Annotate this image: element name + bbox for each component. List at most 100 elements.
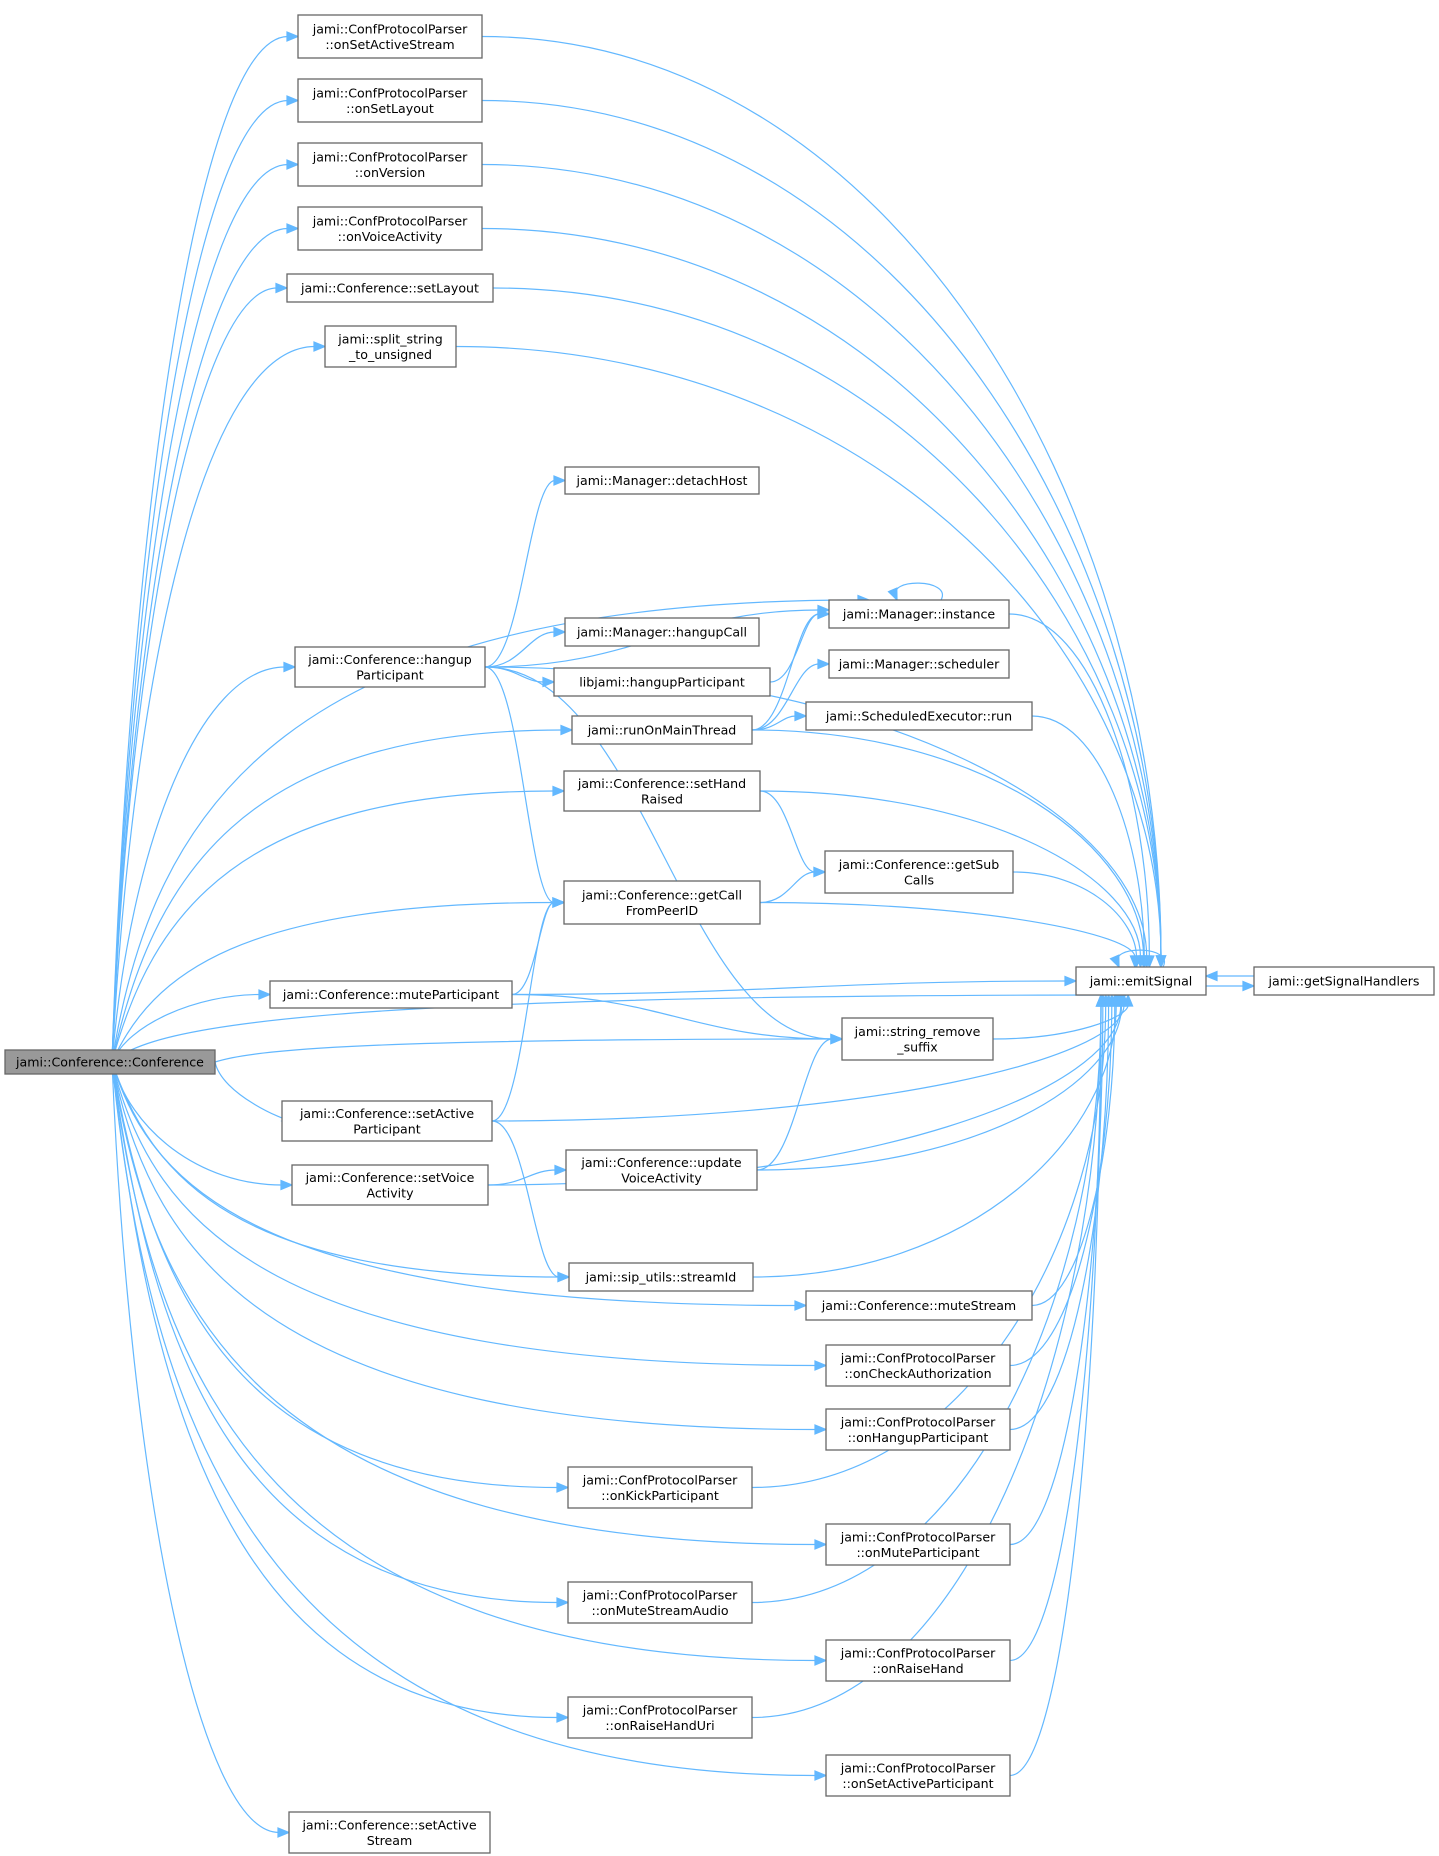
node-onRaiseHandUri[interactable]: jami::ConfProtocolParser::onRaiseHandUri: [567, 1696, 753, 1739]
node-onHangupPart[interactable]: jami::ConfProtocolParser::onHangupPartic…: [825, 1408, 1011, 1451]
node-box: [567, 1696, 753, 1739]
node-label: jami::ConfProtocolParser: [582, 1472, 738, 1487]
edge-root-to-setActiveStream: [111, 1061, 291, 1838]
node-muteStream[interactable]: jami::Conference::muteStream: [805, 1290, 1033, 1321]
edge-root-to-onSetActiveStream: [111, 31, 300, 1063]
node-label: jami::Conference::setActive: [301, 1817, 476, 1832]
edge-hangupPart-to-libHangup: [484, 666, 556, 688]
node-runMain[interactable]: jami::runOnMainThread: [571, 715, 753, 745]
edge-layer: [111, 31, 1256, 1838]
node-label: Stream: [367, 1833, 413, 1848]
node-label: VoiceActivity: [621, 1170, 702, 1185]
node-box: [294, 646, 486, 688]
edge-root-to-onRaiseHand: [111, 1061, 828, 1666]
edge-instance-to-instance: [887, 582, 944, 602]
edge-onSetLayout-to-emit: [481, 99, 1167, 969]
node-mutePart[interactable]: jami::Conference::muteParticipant: [269, 980, 513, 1009]
node-label: jami::ConfProtocolParser: [582, 1702, 738, 1717]
node-label: jami::Conference::muteStream: [821, 1298, 1016, 1313]
node-box: [1253, 966, 1435, 996]
node-splitString[interactable]: jami::split_string_to_unsigned: [324, 325, 457, 368]
node-label: Participant: [353, 1121, 420, 1136]
edge-root-to-onRaiseHandUri: [111, 1061, 570, 1723]
node-onRaiseHand[interactable]: jami::ConfProtocolParser::onRaiseHand: [825, 1639, 1011, 1682]
node-label: ::onRaiseHandUri: [605, 1718, 714, 1733]
edge-mutePart-to-emit: [511, 975, 1078, 996]
node-box: [841, 1017, 994, 1061]
node-box: [288, 1811, 491, 1854]
edge-root-to-setVoice: [111, 1061, 294, 1191]
edge-getCallPeer-to-emit: [759, 901, 1141, 969]
node-label: libjami::hangupParticipant: [579, 675, 745, 690]
node-detachHost[interactable]: jami::Manager::detachHost: [564, 466, 760, 495]
edge-root-to-setActivePart: [214, 1061, 294, 1127]
edge-setActivePart-to-getCallPeer: [491, 897, 566, 1122]
node-box: [825, 1344, 1011, 1387]
node-label: jami::ConfProtocolParser: [840, 1414, 996, 1429]
edge-root-to-onVersion: [111, 159, 300, 1063]
node-box: [805, 1290, 1033, 1321]
edge-setVoice-to-updateVoice: [487, 1164, 568, 1186]
edge-hangupPart-to-detachHost: [484, 475, 567, 668]
node-label: Participant: [356, 667, 423, 682]
edge-root-to-onSetLayout: [111, 95, 300, 1063]
node-label: Calls: [904, 872, 934, 887]
node-root[interactable]: jami::Conference::Conference: [4, 1049, 216, 1075]
node-setLayout[interactable]: jami::Conference::setLayout: [286, 273, 494, 303]
node-box: [571, 715, 753, 745]
edge-root-to-onSetActivePart: [111, 1061, 828, 1781]
node-label: jami::Conference::getCall: [581, 887, 742, 902]
edge-onVoiceActivity-to-emit: [481, 227, 1167, 969]
node-strRemove[interactable]: jami::string_remove_suffix: [841, 1017, 994, 1061]
node-onSetActivePart[interactable]: jami::ConfProtocolParser::onSetActivePar…: [825, 1754, 1011, 1797]
node-onMuteStreamAudio[interactable]: jami::ConfProtocolParser::onMuteStreamAu…: [567, 1581, 753, 1624]
node-label: ::onCheckAuthorization: [844, 1366, 991, 1381]
node-onCheckAuth[interactable]: jami::ConfProtocolParser::onCheckAuthori…: [825, 1344, 1011, 1387]
node-label: ::onSetLayout: [346, 101, 434, 116]
node-scheduler[interactable]: jami::Manager::scheduler: [828, 649, 1010, 679]
edge-runMain-to-instance: [751, 608, 831, 731]
node-label: jami::Conference::hangup: [307, 652, 472, 667]
node-box: [563, 770, 761, 812]
node-hangupCall[interactable]: jami::Manager::hangupCall: [564, 617, 760, 647]
node-schedRun[interactable]: jami::ScheduledExecutor::run: [805, 701, 1033, 731]
edge-emit-to-emit: [1109, 949, 1166, 969]
node-box: [825, 1408, 1011, 1451]
node-box: [324, 325, 457, 368]
node-label: jami::Conference::getSub: [838, 857, 1000, 872]
node-label: ::onMuteParticipant: [856, 1545, 979, 1560]
node-label: jami::ConfProtocolParser: [312, 213, 468, 228]
node-hangupPart[interactable]: jami::Conference::hangupParticipant: [294, 646, 486, 688]
edge-onSetActiveStream-to-emit: [481, 35, 1167, 969]
node-label: jami::Manager::hangupCall: [576, 625, 747, 640]
edge-onVersion-to-emit: [481, 163, 1167, 969]
node-emit[interactable]: jami::emitSignal: [1075, 966, 1207, 996]
node-onMutePart[interactable]: jami::ConfProtocolParser::onMuteParticip…: [825, 1523, 1011, 1566]
edge-onRaiseHand-to-emit: [1009, 993, 1107, 1662]
node-libHangup[interactable]: libjami::hangupParticipant: [553, 667, 771, 697]
edge-getHandlers-to-emit: [1204, 970, 1254, 982]
node-label: ::onKickParticipant: [601, 1488, 719, 1503]
node-box: [824, 850, 1014, 894]
node-onVoiceActivity[interactable]: jami::ConfProtocolParser::onVoiceActivit…: [297, 206, 483, 251]
node-onVersion[interactable]: jami::ConfProtocolParser::onVersion: [297, 142, 483, 187]
node-onKickPart[interactable]: jami::ConfProtocolParser::onKickParticip…: [567, 1466, 753, 1509]
node-instance[interactable]: jami::Manager::instance: [828, 599, 1010, 629]
node-streamId[interactable]: jami::sip_utils::streamId: [568, 1262, 754, 1292]
edge-runMain-to-emit: [751, 729, 1149, 969]
node-getHandlers[interactable]: jami::getSignalHandlers: [1253, 966, 1435, 996]
edge-splitString-to-emit: [455, 345, 1167, 969]
node-label: jami::string_remove: [854, 1024, 981, 1039]
node-onSetActiveStream[interactable]: jami::ConfProtocolParser::onSetActiveStr…: [297, 14, 483, 59]
edge-libHangup-to-instance: [769, 608, 831, 683]
edge-root-to-onKickPart: [111, 1061, 570, 1493]
node-onSetLayout[interactable]: jami::ConfProtocolParser::onSetLayout: [297, 78, 483, 123]
node-label: jami::Conference::setActive: [299, 1106, 474, 1121]
